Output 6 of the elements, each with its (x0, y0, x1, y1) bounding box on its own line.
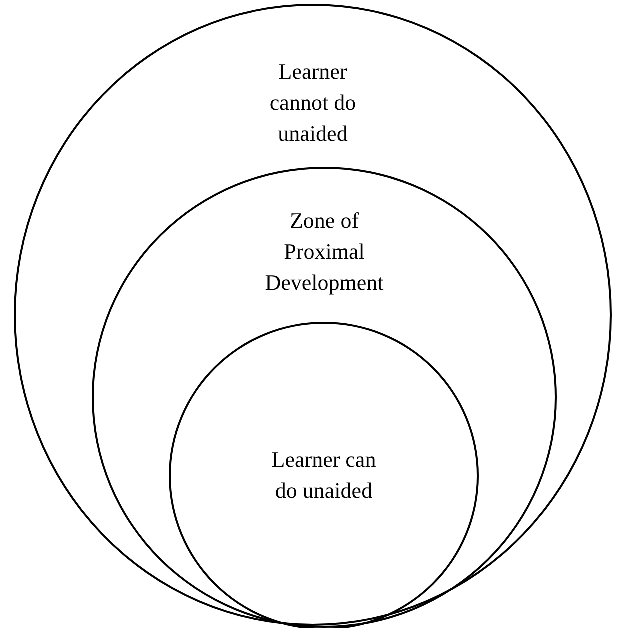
outer-circle (14, 4, 612, 626)
circle-label: Learner cannot do unaided (268, 58, 358, 148)
inner-circle (169, 322, 479, 628)
circle-label: Learner can do unaided (270, 446, 378, 505)
circle-label: Zone of Proximal Development (264, 207, 385, 297)
middle-circle (92, 167, 557, 628)
